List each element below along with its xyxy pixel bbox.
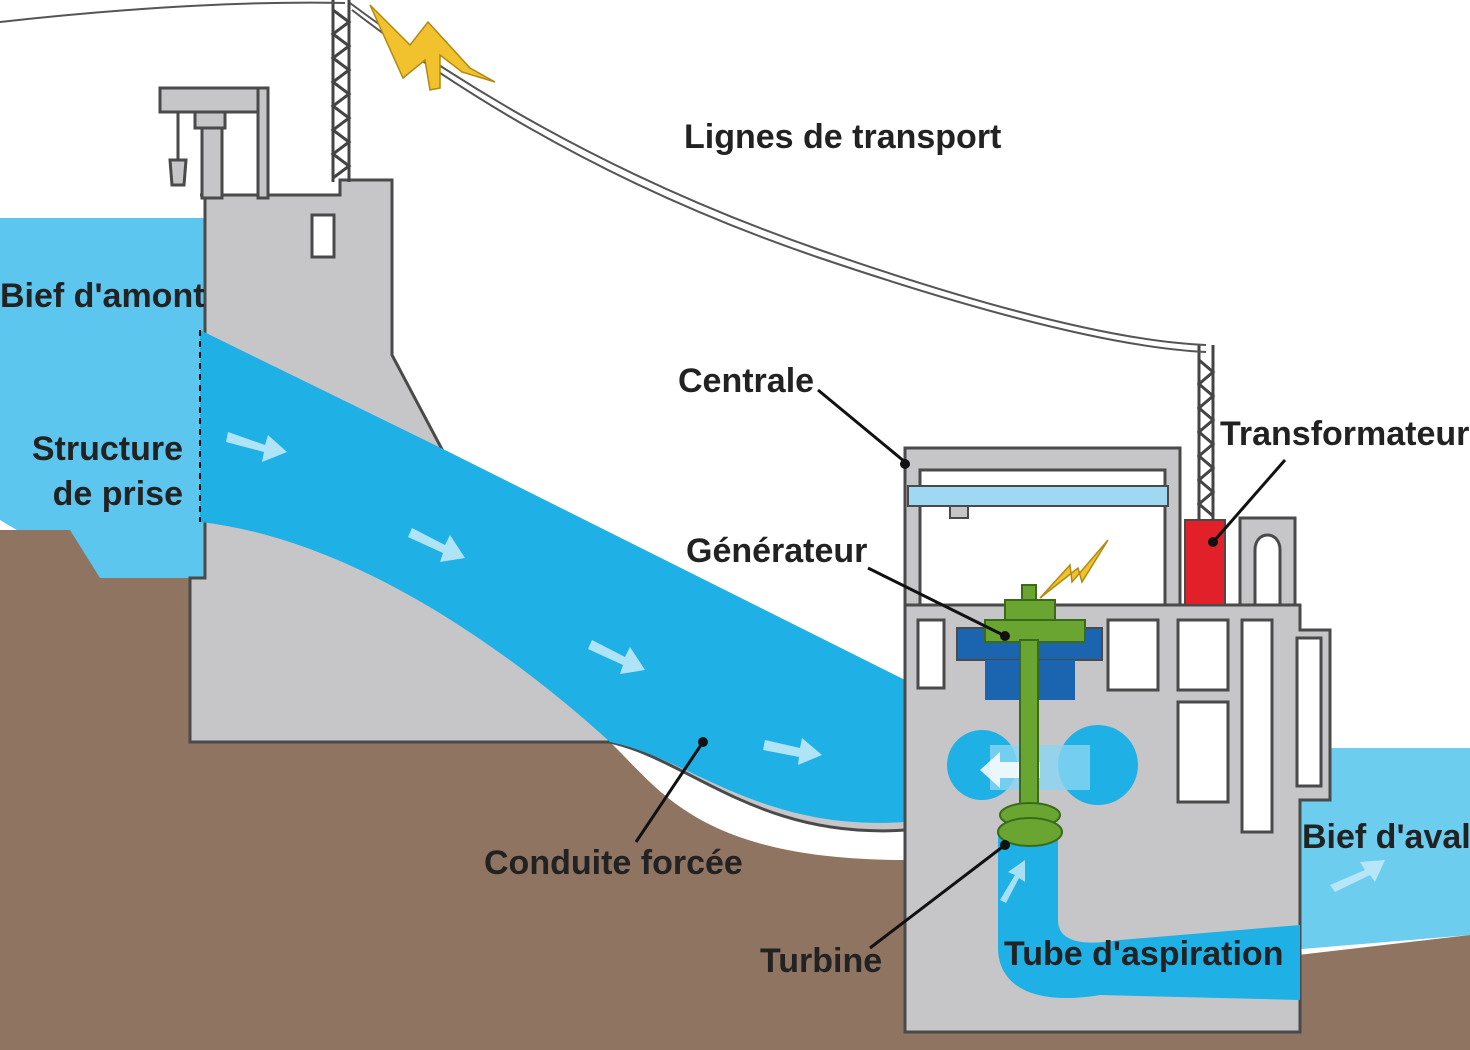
flow-arrow-1: [226, 432, 287, 462]
label-upstream-reservoir: Bief d'amont: [0, 277, 205, 315]
draft-tube: [998, 835, 1300, 1000]
label-generator: Générateur: [686, 532, 867, 570]
transmission-lines: [0, 1, 1207, 353]
label-powerhouse: Centrale: [678, 362, 814, 400]
flow-arrow-5: [1330, 860, 1385, 892]
casing-flow-arrow: [980, 752, 1040, 788]
dam-window: [310, 213, 336, 259]
gantry-crane: [158, 86, 270, 200]
label-intake-structure-line1: Structure: [32, 430, 183, 468]
draft-flow-arrow: [1000, 860, 1025, 903]
label-transformer: Transformateur: [1220, 415, 1469, 453]
powerhouse-building: [903, 446, 1182, 607]
generator-assembly: [984, 584, 1086, 847]
powerhouse-openings: [916, 618, 1323, 834]
downstream-water: [1290, 748, 1470, 950]
transmission-tower-left: [330, 0, 352, 182]
leader-lines: [634, 388, 1287, 950]
label-turbine: Turbine: [760, 942, 882, 980]
label-downstream-water: Bief d'aval: [1302, 818, 1470, 856]
label-intake-structure-line2: de prise: [53, 475, 183, 513]
transformer: [1184, 519, 1226, 606]
flow-arrows: [226, 432, 1385, 892]
transmission-tower-right: [1196, 345, 1216, 520]
label-penstock: Conduite forcée: [484, 844, 743, 882]
penstock: [200, 330, 905, 823]
flow-arrow-4: [763, 738, 822, 765]
label-transmission-lines: Lignes de transport: [684, 118, 1001, 156]
lightning-bolt-icon: [369, 4, 496, 91]
ground: [0, 530, 1470, 1050]
upstream-reservoir: [0, 218, 205, 580]
flow-arrow-3: [588, 640, 645, 674]
outbuilding: [1238, 516, 1297, 607]
flow-arrow-2: [408, 528, 465, 562]
generator-spark-icon: [1039, 539, 1109, 599]
label-draft-tube: Tube d'aspiration: [1004, 935, 1283, 973]
